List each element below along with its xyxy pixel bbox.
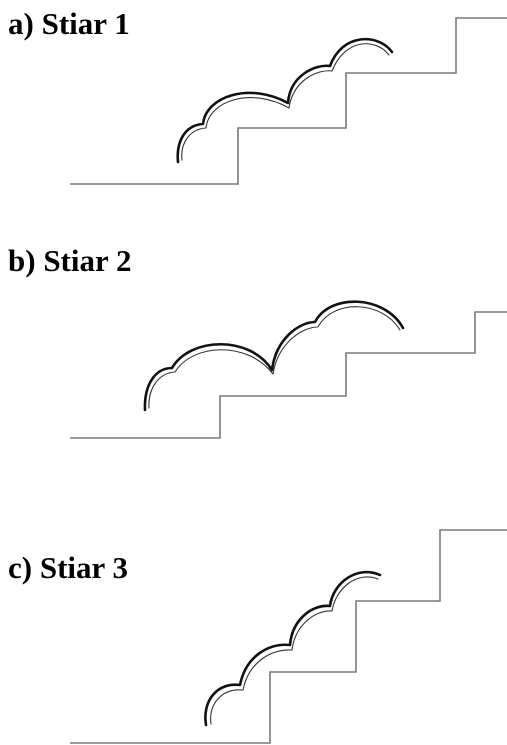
trajectory-c-outer [204,570,382,727]
trajectory-a-inner [181,43,390,161]
staircase-b [70,311,507,439]
trajectory-a-outer [176,37,394,164]
staircase-c [70,529,507,744]
trajectory-b-inner [148,306,401,409]
panel-a-label: a) Stiar 1 [8,6,130,41]
panel-c-label: c) Stiar 3 [8,550,128,585]
panel-a-diagram [70,17,507,185]
trajectory-c-inner [210,576,379,725]
staircase-a [70,17,507,185]
panel-c-diagram [70,529,507,744]
panel-b-label: b) Stiar 2 [8,243,132,278]
trajectory-a [176,37,394,164]
trajectory-b-outer [143,300,405,412]
panel-b-diagram [70,300,507,439]
trajectory-c [204,570,382,727]
trajectory-b [143,300,405,412]
